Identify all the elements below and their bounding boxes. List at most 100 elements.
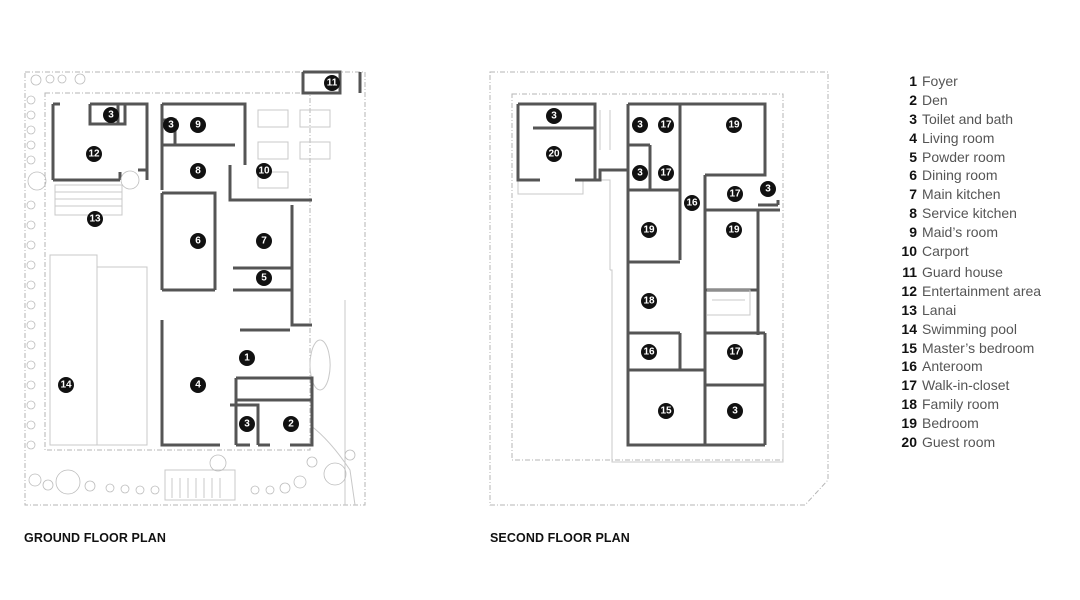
legend-item: 10 Carport — [898, 241, 1041, 260]
driveway-curve — [309, 300, 356, 506]
ground-plot-boundary — [24, 71, 366, 506]
legend-item: 3 Toilet and bath — [898, 110, 1041, 129]
legend-number: 14 — [901, 320, 917, 337]
legend-label: Dining room — [922, 167, 998, 184]
svg-text:19: 19 — [728, 225, 740, 236]
legend-label: Bedroom — [922, 414, 979, 431]
legend-number: 7 — [909, 186, 917, 203]
svg-text:13: 13 — [89, 214, 101, 225]
legend-label: Guest room — [922, 433, 996, 450]
svg-text:3: 3 — [732, 406, 738, 417]
svg-text:8: 8 — [195, 166, 201, 177]
room-marker: 12 — [86, 146, 102, 162]
legend-label: Family room — [922, 395, 1000, 412]
legend-label: Walk-in-closet — [922, 377, 1010, 394]
legend-number: 18 — [901, 395, 917, 412]
legend-label: Master’s bedroom — [922, 339, 1035, 356]
legend-label: Service kitchen — [922, 204, 1017, 221]
room-marker: 5 — [256, 270, 272, 286]
room-marker: 8 — [190, 163, 206, 179]
room-marker: 7 — [256, 233, 272, 249]
legend-number: 11 — [902, 264, 917, 281]
room-marker: 16 — [684, 195, 700, 211]
room-marker: 16 — [641, 344, 657, 360]
svg-text:11: 11 — [327, 78, 338, 89]
legend-label: Carport — [922, 242, 969, 259]
svg-text:17: 17 — [660, 168, 672, 179]
legend-label: Swimming pool — [922, 320, 1017, 337]
legend-label: Lanai — [922, 301, 957, 318]
room-marker: 20 — [546, 146, 562, 162]
ground-floor-plan: 3 3 9 12 8 10 13 6 7 5 1 4 14 3 2 11 — [24, 70, 366, 506]
second-walls — [516, 102, 780, 447]
room-marker: 15 — [658, 403, 674, 419]
svg-text:17: 17 — [660, 120, 672, 131]
svg-text:3: 3 — [244, 419, 250, 430]
room-marker: 10 — [256, 163, 272, 179]
room-marker: 4 — [190, 377, 206, 393]
svg-text:3: 3 — [637, 120, 643, 131]
ground-floor-title: GROUND FLOOR PLAN — [24, 531, 166, 545]
room-marker: 3 — [103, 107, 119, 123]
svg-text:19: 19 — [728, 120, 740, 131]
room-marker: 18 — [641, 293, 657, 309]
legend-number: 3 — [909, 110, 917, 127]
legend-number: 8 — [909, 204, 917, 221]
legend-number: 13 — [901, 301, 917, 318]
svg-text:1: 1 — [244, 353, 250, 364]
entry-steps — [164, 469, 236, 501]
svg-text:7: 7 — [261, 236, 267, 247]
room-marker: 17 — [658, 117, 674, 133]
svg-text:12: 12 — [88, 149, 100, 160]
legend-item: 12 Entertainment area — [898, 282, 1041, 301]
svg-text:19: 19 — [643, 225, 655, 236]
svg-text:3: 3 — [108, 110, 114, 121]
legend-item: 13 Lanai — [898, 301, 1041, 320]
room-marker: 13 — [87, 211, 103, 227]
svg-text:14: 14 — [60, 380, 72, 391]
legend-number: 5 — [909, 148, 917, 165]
legend-label: Guard house — [922, 264, 1003, 281]
room-marker: 3 — [760, 181, 776, 197]
room-marker: 17 — [727, 186, 743, 202]
svg-text:15: 15 — [660, 406, 672, 417]
ground-trees — [26, 73, 356, 495]
legend-label: Den — [922, 92, 948, 109]
svg-text:3: 3 — [551, 111, 557, 122]
legend-number: 6 — [909, 167, 917, 184]
room-marker: 19 — [726, 222, 742, 238]
legend-label: Anteroom — [922, 358, 983, 375]
room-marker: 14 — [58, 377, 74, 393]
legend-label: Toilet and bath — [922, 110, 1014, 127]
svg-text:17: 17 — [729, 189, 741, 200]
room-marker: 2 — [283, 416, 299, 432]
legend-number: 10 — [901, 242, 917, 259]
second-floor-title: SECOND FLOOR PLAN — [490, 531, 630, 545]
legend-label: Foyer — [922, 73, 958, 90]
svg-text:10: 10 — [258, 166, 270, 177]
legend-item: 7 Main kitchen — [898, 185, 1041, 204]
legend-label: Entertainment area — [922, 283, 1042, 300]
svg-text:6: 6 — [195, 236, 201, 247]
second-plot-boundary — [489, 71, 829, 506]
legend-number: 2 — [909, 92, 917, 109]
legend-item: 11 Guard house — [898, 263, 1041, 282]
legend-number: 12 — [901, 283, 917, 300]
legend-number: 15 — [901, 339, 917, 356]
second-floor-plan: 3 20 3 17 19 3 17 17 3 16 19 19 18 16 17… — [489, 71, 829, 506]
svg-text:17: 17 — [729, 347, 741, 358]
legend-label: Living room — [922, 129, 995, 146]
legend-label: Main kitchen — [922, 186, 1001, 203]
svg-text:9: 9 — [195, 120, 201, 131]
room-marker: 3 — [163, 117, 179, 133]
svg-text:18: 18 — [643, 296, 655, 307]
